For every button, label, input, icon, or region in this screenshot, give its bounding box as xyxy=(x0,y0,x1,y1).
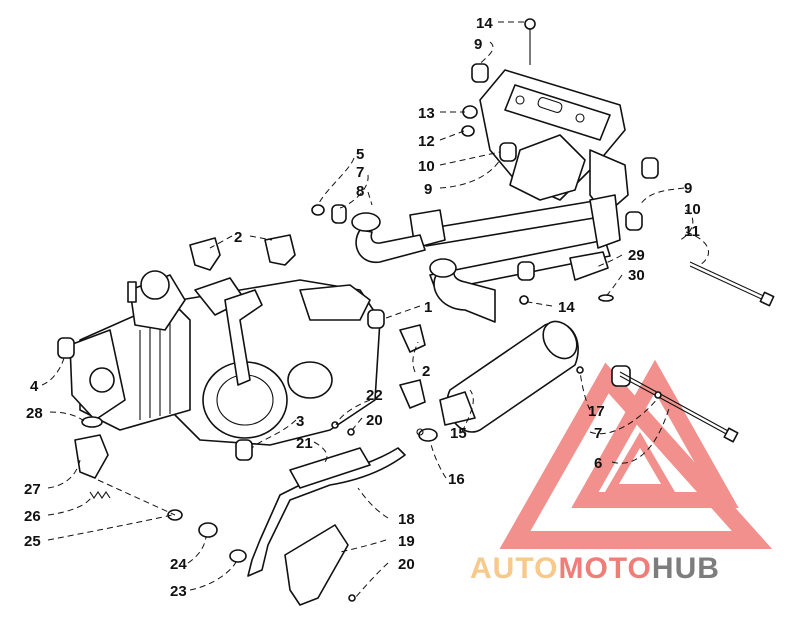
callout-14-frame: 14 xyxy=(558,299,575,316)
bolt-20-bottom xyxy=(348,594,356,602)
callout-30: 30 xyxy=(628,267,645,284)
gasket-24 xyxy=(198,522,218,538)
long-bolt-11 xyxy=(689,261,775,307)
callout-29: 29 xyxy=(628,247,645,264)
callout-3: 3 xyxy=(296,413,304,430)
callout-6: 6 xyxy=(594,455,602,472)
screw-17 xyxy=(576,366,584,374)
ring-23 xyxy=(229,549,247,563)
callout-16: 16 xyxy=(448,471,465,488)
callout-10-right: 10 xyxy=(684,201,701,218)
callout-2-bottom: 2 xyxy=(422,363,430,380)
callout-7-bottom: 7 xyxy=(594,425,602,442)
watermark-auto: AUTO xyxy=(470,552,558,585)
callout-labels: 14 9 13 12 10 9 5 7 8 9 10 11 2 29 30 1 … xyxy=(24,15,701,600)
callout-22: 22 xyxy=(366,387,383,404)
heat-shield-21 xyxy=(289,447,371,489)
bushing-4 xyxy=(57,337,75,359)
watermark-logo xyxy=(499,359,773,549)
callout-21: 21 xyxy=(296,435,313,452)
callout-20-bottom: 20 xyxy=(398,556,415,573)
callout-17: 17 xyxy=(588,403,605,420)
callout-28: 28 xyxy=(26,405,43,422)
callout-9-left: 9 xyxy=(424,181,432,198)
callout-15: 15 xyxy=(450,425,467,442)
gasket-28 xyxy=(81,416,103,428)
spring-26 xyxy=(89,491,111,499)
callout-9-top: 9 xyxy=(474,36,482,53)
watermark-triangle-mid xyxy=(571,359,739,508)
bolt-14-frame xyxy=(519,295,529,305)
engine-mount-bushings xyxy=(189,234,426,409)
bushing-3 xyxy=(235,439,253,461)
callout-7-top: 7 xyxy=(356,164,364,181)
engine-mount-frame xyxy=(479,69,629,216)
engine-assembly xyxy=(69,270,381,446)
callout-1: 1 xyxy=(424,299,432,316)
long-bolt-6 xyxy=(619,371,739,443)
clamp-16 xyxy=(416,428,438,442)
callout-23: 23 xyxy=(170,583,187,600)
frame-bushings xyxy=(311,63,659,387)
exhaust-pipe-18 xyxy=(247,447,406,577)
callout-24: 24 xyxy=(170,556,187,573)
screw-7 xyxy=(654,391,662,399)
callout-19: 19 xyxy=(398,533,415,550)
bolt-20-top xyxy=(347,428,355,436)
callout-8: 8 xyxy=(356,183,364,200)
muffler-15 xyxy=(439,320,579,433)
callout-5: 5 xyxy=(356,146,364,163)
callout-9-right: 9 xyxy=(684,180,692,197)
watermark-triangle-inner xyxy=(605,432,675,492)
callout-4: 4 xyxy=(30,378,39,395)
watermark-hub: HUB xyxy=(652,552,720,585)
callout-25: 25 xyxy=(24,533,41,550)
callout-14-top: 14 xyxy=(476,15,493,32)
heat-shield-19 xyxy=(284,524,349,606)
callout-27: 27 xyxy=(24,481,41,498)
callout-20-top: 20 xyxy=(366,412,383,429)
callout-11: 11 xyxy=(684,223,700,240)
callout-2-top: 2 xyxy=(234,229,242,246)
watermark-moto: MOTO xyxy=(558,552,651,585)
callout-10-left: 10 xyxy=(418,158,435,175)
watermark-text: AUTOMOTOHUB xyxy=(470,552,720,585)
callout-18: 18 xyxy=(398,511,415,528)
leader-lines xyxy=(41,21,709,599)
callout-13: 13 xyxy=(418,105,435,122)
callout-26: 26 xyxy=(24,508,41,525)
bracket-29 xyxy=(569,251,609,281)
manifold-27 xyxy=(74,434,109,479)
callout-12: 12 xyxy=(418,133,435,150)
bolt-14-top xyxy=(524,18,536,65)
watermark-triangle-outer xyxy=(499,362,773,549)
